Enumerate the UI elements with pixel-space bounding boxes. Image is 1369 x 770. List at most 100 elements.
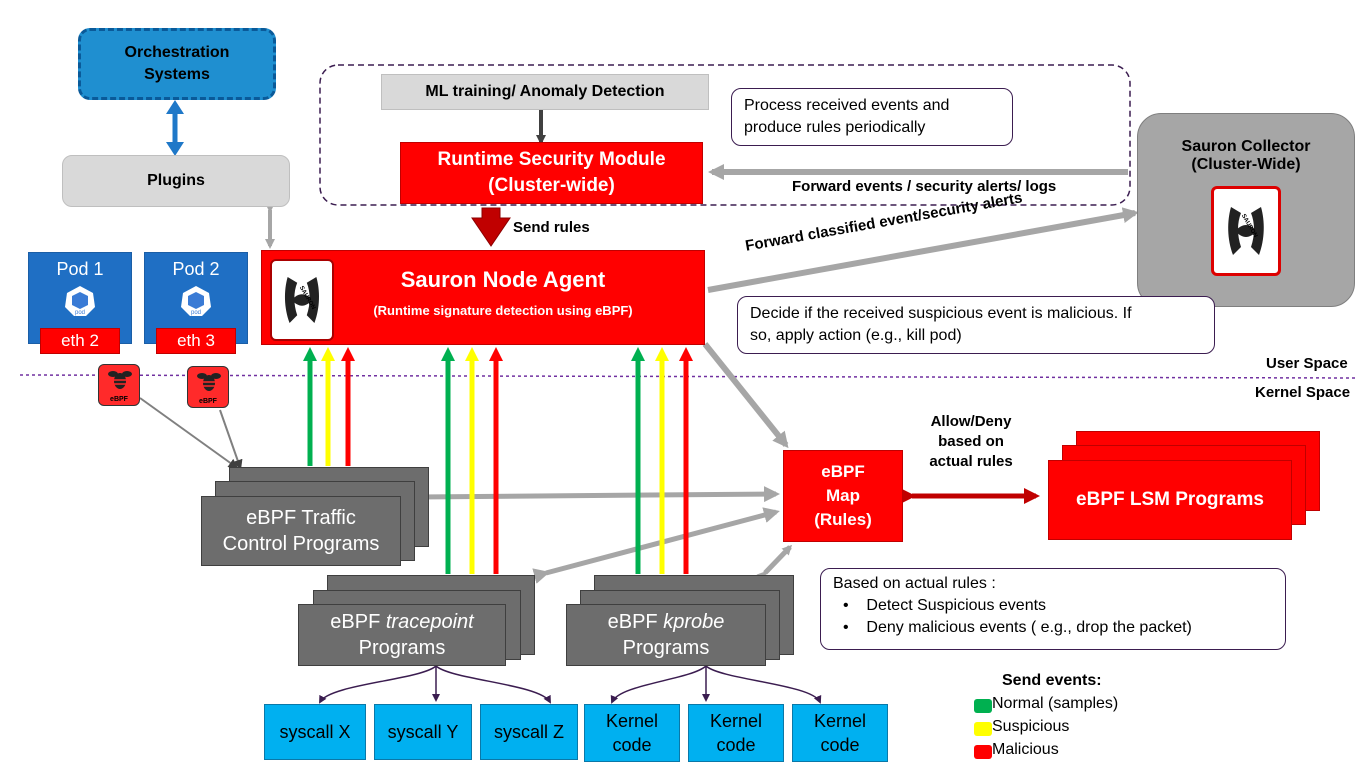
note-rules-item-2-text: Deny malicious events ( e.g., drop the p… bbox=[866, 619, 1192, 636]
tracepoint-suspicious-arrowhead bbox=[465, 347, 479, 361]
traffic-normal-arrowhead bbox=[303, 347, 317, 361]
kprobe-normal-arrowhead bbox=[631, 347, 645, 361]
svg-text:pod: pod bbox=[191, 310, 201, 316]
plugins-label: Plugins bbox=[147, 172, 205, 189]
note-rules-item-2: • Deny malicious events ( e.g., drop the… bbox=[843, 619, 1192, 636]
kernel-space-label: Kernel Space bbox=[1255, 384, 1351, 401]
eth-3-label: eth 3 bbox=[177, 331, 215, 350]
kernel-code-3-label: Kernel code bbox=[813, 711, 867, 755]
ebpf-tracepoint-programs: eBPF tracepoint Programs bbox=[298, 604, 506, 666]
ml-training-label: ML training/ Anomaly Detection bbox=[425, 83, 665, 100]
fan-kernel-3 bbox=[705, 665, 822, 704]
kernel-code-2: Kernel code bbox=[688, 704, 784, 762]
traffic-map-arrow bbox=[405, 486, 780, 506]
agent-logo: SAURON bbox=[270, 259, 334, 341]
agent-collector-arrow bbox=[707, 207, 1139, 293]
tracepoint-line2: Programs bbox=[358, 637, 446, 659]
traffic-suspicious-arrowhead bbox=[321, 347, 335, 361]
kernel-code-1-label: Kernel code bbox=[605, 711, 659, 755]
note-rules-item-1: • Detect Suspicious events bbox=[843, 597, 1047, 614]
svg-text:pod: pod bbox=[75, 310, 85, 316]
rsm-line1: Runtime Security Module bbox=[437, 149, 666, 170]
ebpf-kprobe-programs: eBPF kprobe Programs bbox=[566, 604, 766, 666]
note-decide: Decide if the received suspicious event … bbox=[737, 296, 1215, 354]
ml-training-box: ML training/ Anomaly Detection bbox=[381, 74, 709, 110]
runtime-security-module: Runtime Security Module (Cluster-wide) bbox=[400, 142, 703, 204]
agent-title: Sauron Node Agent bbox=[400, 267, 606, 292]
sauron-node-agent: SAURON Sauron Node Agent (Runtime signat… bbox=[261, 250, 705, 345]
send-rules-label: Send rules bbox=[513, 219, 590, 236]
note-rules-item-1-text: Detect Suspicious events bbox=[866, 597, 1047, 614]
ebpf-bee-2: eBPF bbox=[187, 366, 229, 408]
note-rules: Based on actual rules : • Detect Suspici… bbox=[820, 568, 1286, 650]
kprobe-suspicious-arrowhead bbox=[655, 347, 669, 361]
agent-map-arrow bbox=[702, 342, 789, 449]
legend: Send events: Normal (samples) Suspicious… bbox=[970, 672, 1170, 768]
note-decide-line1: Decide if the received suspicious event … bbox=[750, 305, 1132, 322]
note-process-line2: produce rules periodically bbox=[744, 119, 926, 136]
fan-kernel-1 bbox=[610, 665, 707, 704]
note-process-line1: Process received events and bbox=[744, 97, 950, 114]
lsm-label: eBPF LSM Programs bbox=[1076, 489, 1264, 510]
send-rules-arrow bbox=[471, 207, 511, 247]
ebpf-map: eBPF Map (Rules) bbox=[783, 450, 903, 542]
cluster-wide-group bbox=[319, 64, 1131, 206]
tracepoint-prefix: eBPF bbox=[330, 611, 386, 633]
sauron-logo-icon bbox=[284, 277, 320, 323]
syscall-x-label: syscall X bbox=[279, 721, 351, 742]
kprobe-line1: eBPF kprobe bbox=[608, 609, 725, 635]
ebpf-traffic-control-programs: eBPF Traffic Control Programs bbox=[201, 496, 401, 566]
fan-syscall-x bbox=[319, 665, 437, 704]
collector-line2: (Cluster-Wide) bbox=[1191, 156, 1301, 173]
kprobe-line2: Programs bbox=[622, 637, 710, 659]
orchestration-systems: Orchestration Systems bbox=[78, 28, 276, 100]
traffic-malicious-arrowhead bbox=[341, 347, 355, 361]
syscall-z-label: syscall Z bbox=[493, 721, 564, 742]
collector-line1: Sauron Collector bbox=[1181, 138, 1311, 155]
note-decide-line2: so, apply action (e.g., kill pod) bbox=[750, 327, 962, 344]
sauron-collector: Sauron Collector (Cluster-Wide) SAURON bbox=[1137, 113, 1355, 307]
ebpf-lsm-programs: eBPF LSM Programs bbox=[1048, 460, 1292, 540]
fan-syscall-z bbox=[435, 665, 551, 704]
ebpf-map-line2: Map bbox=[826, 486, 860, 505]
ebpf-bee-1-label: eBPF bbox=[110, 396, 128, 403]
eth-2-label: eth 2 bbox=[61, 331, 99, 350]
legend-malicious-label: Malicious bbox=[992, 741, 1059, 758]
legend-swatch-malicious bbox=[974, 745, 992, 759]
eth-3: eth 3 bbox=[156, 328, 236, 354]
syscall-z: syscall Z bbox=[480, 704, 578, 760]
kernel-code-3: Kernel code bbox=[792, 704, 888, 762]
pod-icon: pod bbox=[65, 286, 95, 316]
orchestration-line1: Orchestration bbox=[124, 44, 230, 61]
rsm-line2: (Cluster-wide) bbox=[488, 175, 615, 196]
syscall-y: syscall Y bbox=[374, 704, 472, 760]
agent-subtitle: (Runtime signature detection using eBPF) bbox=[373, 303, 633, 318]
allow-deny-line3: actual rules bbox=[929, 453, 1013, 470]
syscall-x: syscall X bbox=[264, 704, 366, 760]
syscall-y-label: syscall Y bbox=[387, 721, 459, 742]
kprobe-malicious-arrowhead bbox=[679, 347, 693, 361]
tracepoint-italic: tracepoint bbox=[385, 611, 474, 633]
note-rules-title: Based on actual rules : bbox=[833, 575, 996, 592]
kernel-code-1: Kernel code bbox=[584, 704, 680, 762]
legend-suspicious-label: Suspicious bbox=[992, 718, 1070, 735]
ebpf-map-line3: (Rules) bbox=[814, 510, 872, 529]
ebpf1-traffic-line bbox=[139, 397, 239, 469]
legend-swatch-normal bbox=[974, 699, 992, 713]
traffic-line2: Control Programs bbox=[222, 533, 380, 555]
pod-icon: pod bbox=[181, 286, 211, 316]
kprobe-prefix: eBPF bbox=[607, 611, 664, 633]
ebpf2-traffic-line bbox=[219, 409, 243, 470]
tracepoint-line1: eBPF tracepoint bbox=[330, 609, 473, 635]
kernel-code-2-label: Kernel code bbox=[709, 711, 763, 755]
tracepoint-malicious-arrowhead bbox=[489, 347, 503, 361]
ebpf-bee-1: eBPF bbox=[98, 364, 140, 406]
pod-2-label: Pod 2 bbox=[172, 259, 220, 279]
note-process-events: Process received events and produce rule… bbox=[731, 88, 1013, 146]
bee-icon bbox=[197, 373, 221, 391]
allow-deny-line1: Allow/Deny bbox=[930, 413, 1012, 430]
eth-2: eth 2 bbox=[40, 328, 120, 354]
collector-logo: SAURON bbox=[1211, 186, 1281, 276]
